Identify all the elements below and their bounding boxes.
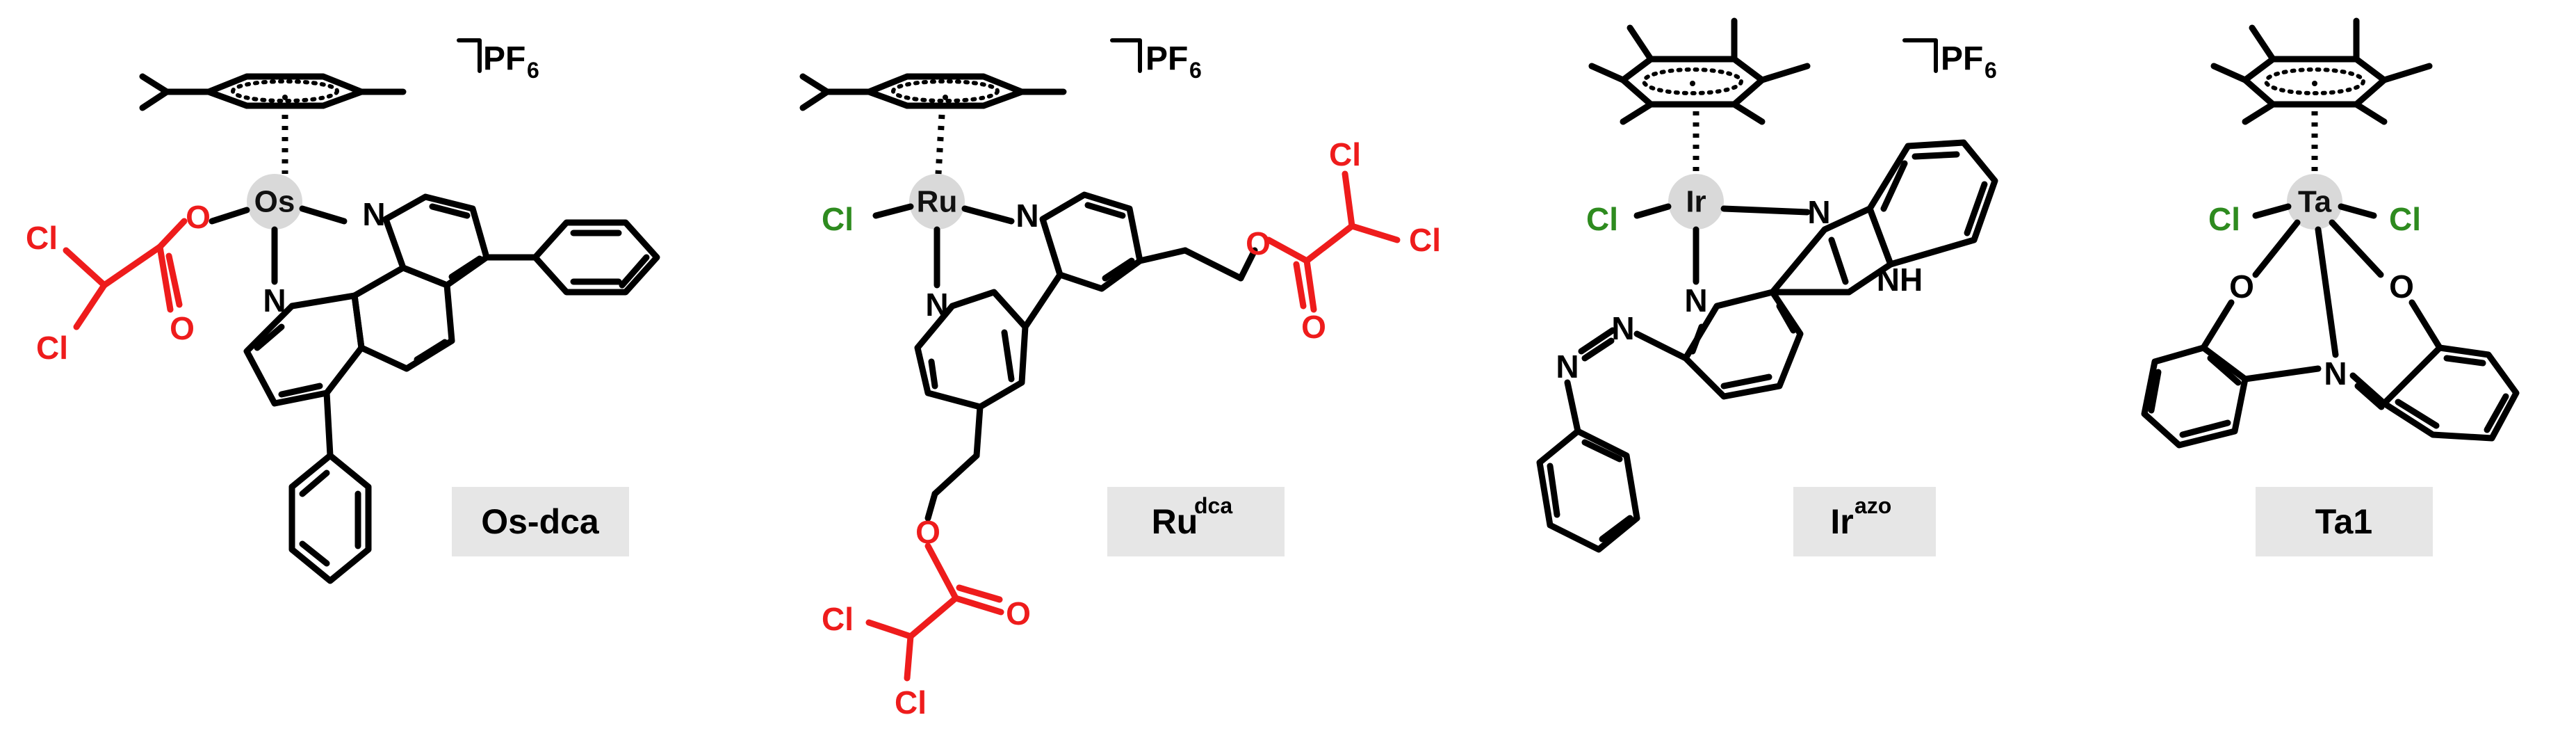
- os-counterion: PF 6: [457, 38, 539, 83]
- ru-metal-label: Ru: [917, 185, 958, 219]
- ru-cymene-ligand: [799, 73, 1067, 175]
- os-label: Os-dca: [481, 502, 600, 541]
- compound-ir-azo: PF 6 Ir Cl N NH N: [1536, 17, 1998, 556]
- ta-phenoxide-oxygen-1: O: [2229, 268, 2254, 305]
- ru-dca-ligand-1: O O Cl Cl: [1246, 136, 1441, 345]
- os-cymene-ligand: [139, 73, 407, 174]
- ir-pyridyl-benzimidazole-ligand: N NH N N N: [1536, 139, 1998, 553]
- ta-label: Ta1: [2315, 502, 2372, 541]
- ru-counterion-subscript: 6: [1189, 58, 1202, 83]
- os-carbonyl-oxygen: O: [170, 310, 195, 346]
- ta-chloride-1: Cl: [2208, 201, 2240, 237]
- ru-ester-oxygen-1: O: [1246, 225, 1271, 262]
- ir-label: Ir: [1830, 502, 1853, 541]
- os-label-box: [452, 487, 629, 556]
- compound-ru-dca: PF 6 Ru Cl N N: [799, 38, 1441, 721]
- ru-counterion: PF 6: [1110, 38, 1202, 83]
- ru-dca-chlorine-3: Cl: [822, 601, 854, 637]
- ru-bpy-nitrogen-1: N: [1016, 198, 1038, 234]
- ru-counterion-text: PF: [1146, 40, 1188, 77]
- os-dca-ligand: O O Cl Cl: [26, 199, 250, 366]
- compound-ta1: Ta Cl Cl O O N: [2141, 17, 2520, 556]
- os-counterion-text: PF: [483, 40, 525, 77]
- ta-chloride-2: Cl: [2389, 201, 2421, 237]
- ru-dca-ligand-2: O O Cl Cl: [822, 403, 1031, 721]
- ir-counterion-subscript: 6: [1984, 58, 1997, 83]
- ir-counterion: PF 6: [1902, 38, 1997, 83]
- ta-label-box: [2256, 487, 2433, 556]
- ru-metal-disc: [909, 174, 965, 230]
- ir-label-superscript: azo: [1854, 493, 1891, 518]
- ru-label-superscript: dca: [1194, 493, 1232, 518]
- ru-chloride: Cl: [822, 201, 854, 237]
- ir-imidazole-nitrogen: N: [1807, 194, 1830, 230]
- os-dca-chlorine-1: Cl: [26, 220, 58, 256]
- ir-azo-nitrogen-2: N: [1556, 348, 1579, 385]
- ta-schiff-base-ligand: O O N: [2141, 219, 2520, 449]
- ru-carbonyl-oxygen-2: O: [1006, 595, 1031, 632]
- os-phen-nitrogen-1: N: [362, 196, 385, 232]
- ru-label-box: [1107, 487, 1285, 556]
- ru-bpy-nitrogen-2: N: [925, 287, 948, 323]
- ru-label: Ru: [1152, 502, 1198, 541]
- ir-cp-star-ligand: [1588, 17, 1811, 172]
- ir-metal-label: Ir: [1686, 185, 1706, 219]
- ru-dca-chlorine-1: Cl: [1329, 136, 1361, 172]
- ta-phenoxide-oxygen-2: O: [2389, 268, 2414, 305]
- os-dca-chlorine-2: Cl: [36, 330, 68, 366]
- os-phen-nitrogen-2: N: [263, 282, 286, 319]
- ir-label-box: [1793, 487, 1936, 556]
- ta-metal-disc: [2287, 174, 2342, 230]
- ir-azo-nitrogen-1: N: [1611, 310, 1634, 346]
- ru-dca-chlorine-2: Cl: [1409, 222, 1441, 258]
- os-counterion-subscript: 6: [527, 58, 539, 83]
- ru-dca-chlorine-4: Cl: [895, 684, 927, 721]
- ta-cp-star-ligand: [2210, 17, 2433, 172]
- ir-imidazole-nh: NH: [1877, 262, 1923, 298]
- os-metal-disc: [247, 174, 302, 230]
- ta-metal-label: Ta: [2298, 185, 2332, 219]
- ru-carbonyl-oxygen-1: O: [1301, 309, 1326, 345]
- ir-chloride: Cl: [1586, 201, 1618, 237]
- os-diphenylphenanthroline-ligand: N N: [243, 193, 660, 584]
- os-ester-oxygen: O: [186, 199, 211, 235]
- os-metal-label: Os: [254, 185, 295, 219]
- ta-imine-nitrogen: N: [2324, 355, 2347, 392]
- ir-metal-disc: [1668, 174, 1724, 230]
- ru-bipyridine-ligand: N N: [914, 191, 1258, 410]
- ir-pyridine-nitrogen: N: [1684, 282, 1707, 319]
- compound-os-dca: PF 6 Os O O Cl Cl: [26, 38, 660, 584]
- ir-counterion-text: PF: [1941, 40, 1983, 77]
- ru-ester-oxygen-2: O: [915, 514, 940, 550]
